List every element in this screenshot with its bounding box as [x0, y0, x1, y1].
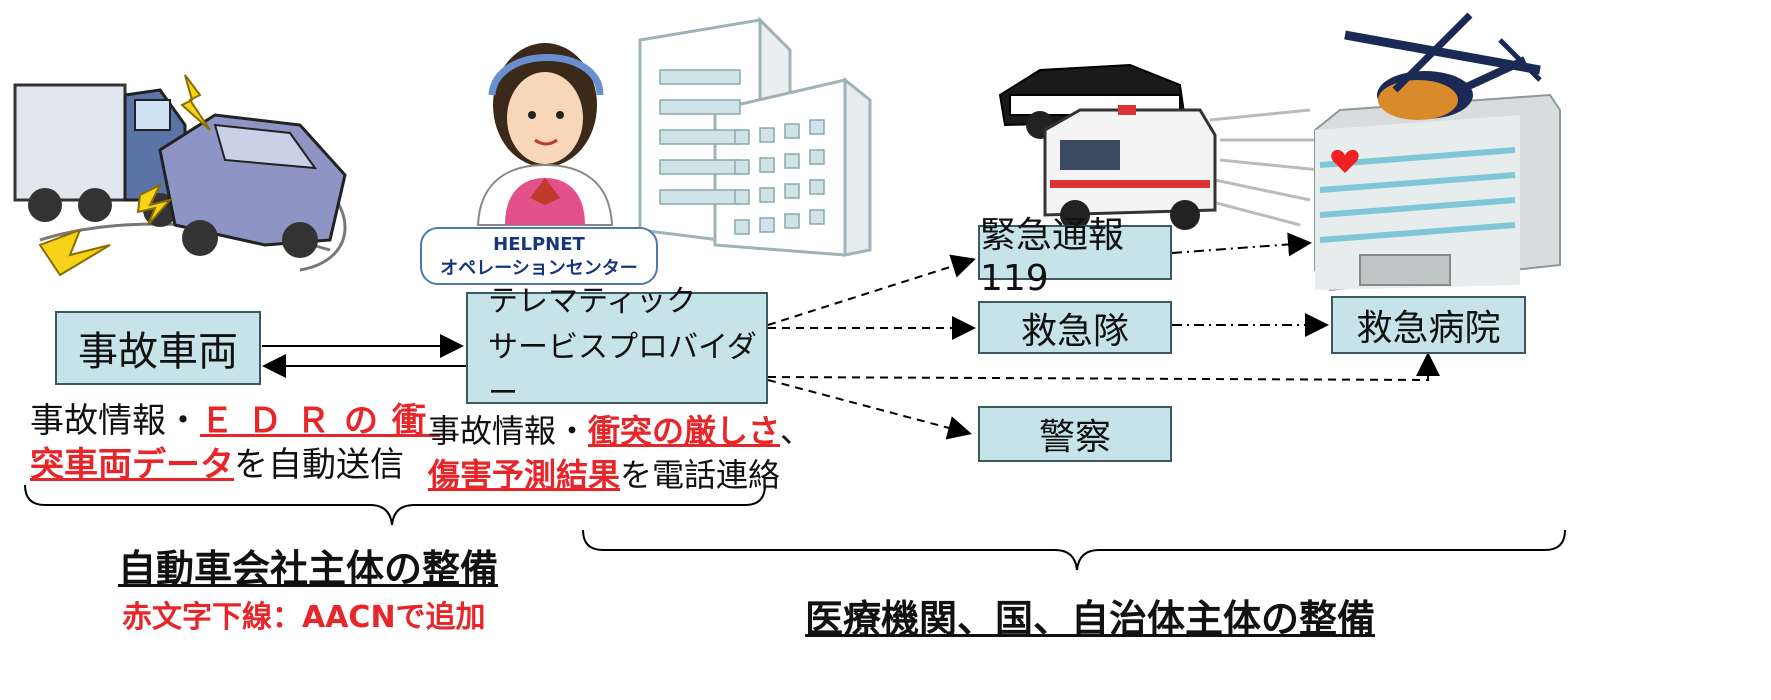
provider-caption-injury: 傷害予測結果: [428, 456, 621, 494]
vehicle-caption-crash-data: 突車両データ: [30, 445, 234, 485]
police-box: 警察: [978, 406, 1172, 462]
provider-caption-comma: 、: [780, 412, 813, 450]
provider-label-line2: サービスプロバイダー: [488, 330, 757, 411]
vehicle-caption-auto-send: を自動送信: [234, 445, 404, 485]
police-label: 警察: [1038, 417, 1111, 458]
office-building-icon: [638, 16, 872, 257]
emergency-vehicles-icon: [998, 63, 1321, 230]
helpnet-badge: HELPNET オペレーションセンター: [420, 227, 658, 285]
accident-vehicle-box: 事故車両: [55, 311, 261, 385]
telematics-provider-box: テレマティック サービスプロバイダー: [466, 284, 768, 411]
braces: [24, 484, 1566, 571]
crash-illustration-icon: [13, 74, 347, 277]
provider-caption-prefix: 事故情報・: [428, 412, 589, 450]
connectors: [262, 232, 1440, 440]
automaker-group-heading: 自動車会社主体の整備: [118, 547, 499, 591]
emergency-call-box: 緊急通報119: [978, 215, 1172, 299]
helpnet-name: HELPNET: [493, 234, 585, 255]
ambulance-team-box: 救急隊: [978, 301, 1172, 354]
hospital-helicopter-icon: [1314, 12, 1561, 292]
ambulance-team-label: 救急隊: [1020, 310, 1129, 352]
provider-label-line1: テレマティック: [488, 284, 697, 319]
provider-caption-line1: 事故情報・衝突の厳しさ、: [428, 407, 812, 455]
accident-vehicle-label: 事故車両: [78, 329, 238, 375]
provider-caption-severity: 衝突の厳しさ: [588, 412, 781, 450]
public-group-heading: 医療機関、国、自治体主体の整備: [805, 597, 1376, 641]
vehicle-caption-edr: ＥＤＲの衝: [200, 401, 440, 441]
provider-caption-line2: 傷害予測結果を電話連絡: [428, 451, 780, 499]
vehicle-caption-line1: 事故情報・ＥＤＲの衝: [30, 397, 440, 445]
emergency-hospital-label: 救急病院: [1356, 308, 1501, 349]
aacn-legend-note: 赤文字下線：AACNで追加: [122, 600, 486, 635]
vehicle-caption-line2: 突車両データを自動送信: [30, 441, 404, 489]
provider-caption-phone: を電話連絡: [620, 456, 781, 494]
emergency-hospital-box: 救急病院: [1331, 296, 1526, 354]
operator-icon: [476, 43, 614, 226]
emergency-call-label: 緊急通報119: [980, 215, 1125, 299]
vehicle-caption-prefix: 事故情報・: [30, 401, 200, 441]
helpnet-operation-center: オペレーションセンター: [440, 258, 638, 279]
